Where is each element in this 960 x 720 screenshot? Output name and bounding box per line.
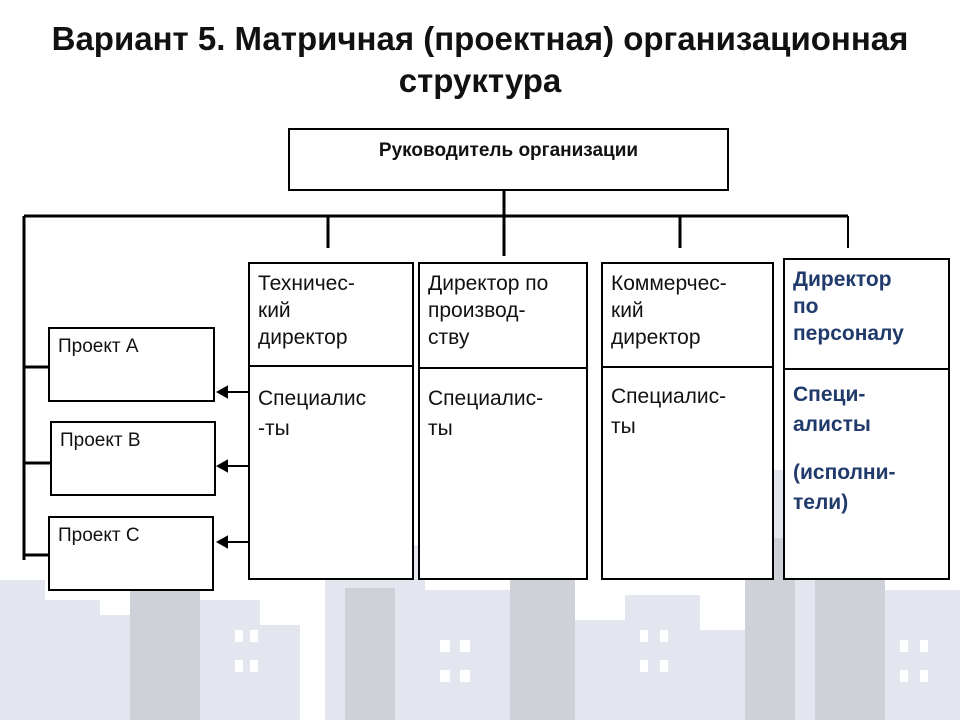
project-b-label: Проект В [60, 430, 141, 451]
hr-director-title: Директор по персоналу [793, 268, 904, 345]
technical-director-title: Техничес- кий директор [258, 272, 355, 349]
commercial-director-title: Коммерчес- кий директор [611, 272, 727, 349]
head-label: Руководитель организации [378, 140, 639, 161]
commercial-director-box: Коммерчес- кий директор Специалис- ты [601, 262, 774, 580]
commercial-specialists-label: Специалис- ты [611, 385, 727, 438]
slide-title: Вариант 5. Матричная (проектная) организ… [51, 20, 909, 99]
hr-specialists-label: Специ- алисты [793, 383, 871, 436]
project-a-box: Проект А [48, 327, 215, 402]
production-director-title: Директор по производ- ству [428, 272, 549, 349]
project-c-box: Проект С [48, 516, 214, 591]
head-of-organization-box: Руководитель организации [288, 128, 729, 191]
divider [250, 365, 412, 367]
project-a-label: Проект А [58, 336, 139, 357]
production-specialists-label: Специалис- ты [428, 387, 544, 440]
hr-executors-label: (исполни- тели) [793, 461, 896, 514]
divider [603, 366, 772, 368]
divider [785, 368, 948, 370]
technical-director-box: Техничес- кий директор Специалис -ты [248, 262, 414, 580]
production-director-box: Директор по производ- ству Специалис- ты [418, 262, 588, 580]
project-b-box: Проект В [50, 421, 216, 496]
hr-director-box: Директор по персоналу Специ- алисты (исп… [783, 258, 950, 580]
project-c-label: Проект С [58, 525, 140, 546]
divider [420, 367, 586, 369]
technical-specialists-label: Специалис -ты [258, 387, 367, 440]
